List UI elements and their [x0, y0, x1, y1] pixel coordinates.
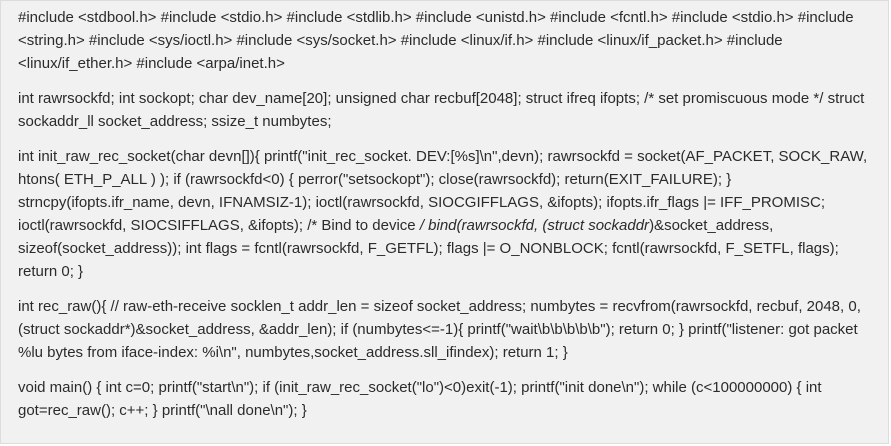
init-function-paragraph: int init_raw_rec_socket(char devn[]){ pr…: [18, 145, 876, 283]
main-function-paragraph: void main() { int c=0; printf("start\n")…: [18, 379, 822, 419]
rec-function-paragraph: int rec_raw(){ // raw-eth-receive sockle…: [18, 298, 861, 361]
init-function-italic-text: / bind(rawrsockfd, (struct sockaddr: [419, 217, 650, 234]
init-function-text-continued: )&socket_address, sizeof(socket_address)…: [18, 217, 839, 280]
globals-paragraph: int rawrsockfd; int sockopt; char dev_na…: [18, 90, 865, 130]
init-function-text: int init_raw_rec_socket(char devn[]){ pr…: [18, 148, 868, 234]
includes-paragraph: #include <stdbool.h> #include <stdio.h> …: [18, 9, 854, 72]
